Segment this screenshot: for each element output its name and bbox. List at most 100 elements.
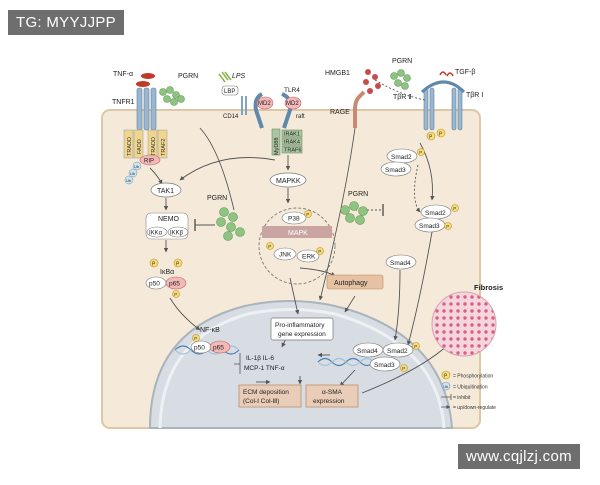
mapk-bar: [262, 226, 332, 238]
tnf-alpha-ligand: [136, 81, 150, 87]
tbr2-label: TβR Ⅱ: [393, 94, 412, 101]
tgf-beta-label: TGF-β: [455, 69, 475, 76]
mapkk-label: MAPKK: [276, 178, 301, 185]
hmgb1-label: HMGB1: [325, 70, 350, 77]
fibrosis-label: Fibrosis: [474, 283, 503, 292]
legend-phosphorylation: = Phosphorylation: [453, 374, 493, 380]
pro-inflammatory-line2: gene expression: [278, 331, 326, 338]
ub-label: Ub: [130, 171, 136, 176]
asma-line2: expression: [313, 398, 345, 405]
irak1-box: [281, 129, 303, 138]
myd88-box: [271, 128, 281, 156]
raft-label: raft: [296, 114, 305, 120]
md2-oval-2: [284, 96, 302, 110]
ecm-line2: (Col-Ⅰ Col-Ⅲ): [243, 398, 279, 405]
ikka-label: IKKα: [149, 231, 163, 237]
traf2-label: TRAF2: [161, 139, 167, 156]
smad4-label: Smad4: [357, 348, 378, 355]
cd14-label: CD14: [223, 114, 239, 120]
phospho-label: P: [402, 366, 405, 371]
legend-symbol-p: P: [444, 374, 448, 380]
phospho-label: P: [306, 212, 309, 217]
smad4-oval: [385, 254, 417, 270]
phospho-label: P: [429, 135, 433, 141]
smad2-label: Smad2: [425, 210, 446, 217]
p65-label: p65: [213, 345, 224, 352]
pgrn-cluster: [159, 86, 185, 106]
traf6-box: [281, 145, 303, 154]
phospho-label: P: [439, 132, 443, 138]
rage-receptor: [353, 90, 366, 128]
tnf-alpha-ligand: [141, 73, 155, 79]
fadd-box: [133, 129, 144, 159]
phospho-label: P: [446, 224, 449, 229]
smad4-label: Smad4: [390, 260, 411, 267]
pgrn-label: PGRN: [348, 191, 368, 198]
tak1-label: TAK1: [157, 188, 174, 195]
lbp-box: [221, 85, 239, 96]
p65-oval: [209, 340, 231, 354]
p38-label: P38: [288, 216, 300, 223]
nemo-label: NEMO: [158, 216, 180, 223]
ikkb-label: IKKβ: [170, 231, 184, 237]
traf6-label: TRAF6: [284, 148, 301, 154]
erk-oval: [296, 249, 320, 263]
irak1-label: IRAK1: [284, 132, 300, 138]
phospho-label: P: [318, 249, 321, 254]
legend-symbol-ub: Ub: [443, 384, 449, 389]
pgrn-label: PGRN: [392, 58, 412, 65]
md2-label: MD2: [258, 101, 271, 107]
p38-oval: [281, 211, 307, 225]
cd14-receptor: [241, 96, 247, 115]
pgrn-label: PGRN: [178, 73, 198, 80]
ecm-deposition-box: [238, 384, 302, 408]
legend-inhibit: = inhibit: [453, 395, 471, 401]
tnfr1-receptor: [136, 87, 157, 131]
tnfr1-complex: TNF-α PGRN TNFR1 TRADD FADD TRADD TRAF2 …: [112, 71, 198, 185]
ikka-oval: [146, 226, 168, 238]
nfkb-label: NF-κB: [200, 327, 220, 334]
p50-label: p50: [194, 345, 205, 352]
pgrn-label: PGRN: [207, 195, 227, 202]
p50-label: p50: [149, 281, 160, 288]
legend: P = Phosphorylation Ub = Ubiquitination …: [441, 370, 496, 411]
pro-inflammatory-line1: Pro-inflammatory: [275, 322, 325, 329]
ubiquitin-chain: [124, 161, 142, 185]
ikkb-oval: [167, 226, 189, 238]
phospho-label: P: [174, 292, 177, 297]
autophagy-label: Autophagy: [334, 280, 368, 287]
tnfr1-label: TNFR1: [112, 99, 135, 106]
tgf-receptors: [423, 87, 463, 131]
smad2-label: Smad2: [387, 348, 408, 355]
phospho-label: P: [176, 262, 180, 268]
watermark-bottom: www.cqjlzj.com: [458, 444, 580, 469]
mapkk-oval: [269, 172, 307, 188]
tbr1-label: TβR Ⅰ: [466, 92, 483, 99]
phospho-label: P: [194, 336, 197, 341]
legend-updown: = up/down-regulate: [453, 405, 496, 411]
ikba-complex: P P IκBα p50 p65 P: [145, 258, 187, 298]
pgrn-cluster: [340, 201, 368, 225]
jnk-label: JNK: [279, 252, 292, 259]
tradd-box: [123, 129, 134, 159]
rip-label: RIP: [144, 159, 154, 165]
fibrosis-tissue: [431, 291, 497, 357]
tradd-label-2: TRADD: [151, 137, 157, 156]
cytokines-line2: MCP-1 TNF-α: [244, 365, 285, 372]
pgrn-cluster: [216, 207, 245, 241]
asma-box: [305, 384, 359, 408]
watermark-top: TG: MYYJJPP: [8, 10, 124, 35]
tlr4-complex: LPS LBP CD14 MD2 MD2 TLR4 raft MyD88 IRA…: [218, 71, 305, 156]
irak4-box: [281, 137, 303, 146]
smad2-label: Smad2: [391, 154, 412, 161]
phospho-marker: [436, 128, 446, 138]
tgf-receptor-arc: [420, 80, 466, 94]
smad3-label: Smad3: [419, 223, 440, 230]
legend-ubiquitination: = Ubiquitination: [453, 385, 488, 391]
irak4-label: IRAK4: [284, 140, 300, 146]
traf2-box: [157, 129, 168, 159]
mapk-label: MAPK: [288, 230, 308, 237]
pro-inflammatory-box: [270, 317, 334, 341]
